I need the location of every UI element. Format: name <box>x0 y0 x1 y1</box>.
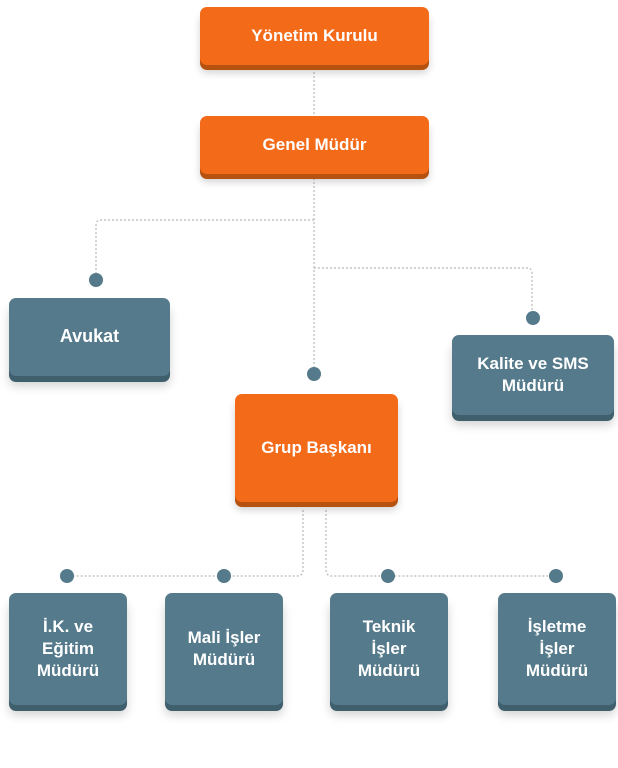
node-lawyer-label: Avukat <box>59 326 120 347</box>
connector-dot-operations <box>549 569 563 583</box>
node-finance-manager-label: Mali İşler Müdürü <box>187 627 261 669</box>
node-board: Yönetim Kurulu <box>200 7 429 65</box>
node-group-head: Grup Başkanı <box>235 394 398 502</box>
connector-quality <box>314 267 533 316</box>
connector-left-branch <box>67 510 304 577</box>
node-lawyer: Avukat <box>9 298 170 376</box>
connector-dot-lawyer <box>89 273 103 287</box>
node-finance-manager: Mali İşler Müdürü <box>165 593 283 705</box>
connector-dot-quality <box>526 311 540 325</box>
connector-dot-technical <box>381 569 395 583</box>
connector-dot-group-head <box>307 367 321 381</box>
node-quality-manager-label: Kalite ve SMS Müdürü <box>477 353 589 395</box>
node-operations-manager-label: İşletme İşler Müdürü <box>525 616 589 681</box>
node-technical-manager-label: Teknik İşler Müdürü <box>357 616 421 681</box>
node-hr-manager-label: İ.K. ve Eğitim Müdürü <box>36 616 100 681</box>
connector-dot-finance <box>217 569 231 583</box>
node-operations-manager: İşletme İşler Müdürü <box>498 593 616 705</box>
connector-dot-hr <box>60 569 74 583</box>
node-general-manager-label: Genel Müdür <box>262 134 367 154</box>
node-group-head-label: Grup Başkanı <box>261 437 372 457</box>
node-hr-manager: İ.K. ve Eğitim Müdürü <box>9 593 127 705</box>
node-board-label: Yönetim Kurulu <box>251 25 378 45</box>
node-general-manager: Genel Müdür <box>200 116 429 174</box>
connector-lawyer <box>95 219 314 278</box>
node-quality-manager: Kalite ve SMS Müdürü <box>452 335 614 415</box>
node-technical-manager: Teknik İşler Müdürü <box>330 593 448 705</box>
connector-right-branch <box>325 510 556 577</box>
